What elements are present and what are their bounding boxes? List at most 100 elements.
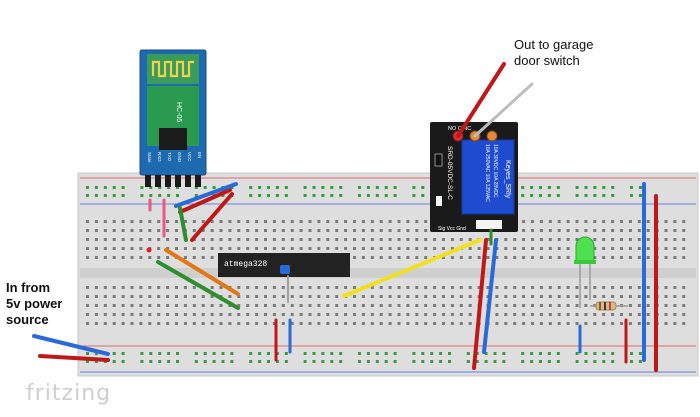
breadboard-hole <box>539 238 543 241</box>
breadboard-hole <box>388 220 392 223</box>
relay-spec-3: 10A 30VDC 10A 28VDC <box>492 144 498 198</box>
breadboard-hole <box>620 220 623 223</box>
breadboard-hole <box>330 186 334 189</box>
breadboard-hole <box>466 360 470 363</box>
breadboard-hole <box>210 247 214 250</box>
breadboard-hole <box>602 286 606 289</box>
breadboard-hole <box>264 304 267 307</box>
breadboard-hole <box>370 256 374 259</box>
breadboard-hole <box>139 313 143 316</box>
breadboard-hole <box>575 322 579 325</box>
breadboard-hole <box>149 360 153 363</box>
breadboard-hole <box>299 286 303 289</box>
bluetooth-pin-label: GND <box>177 152 182 163</box>
breadboard-hole <box>673 286 677 289</box>
breadboard-hole <box>139 247 143 250</box>
breadboard-hole <box>112 313 116 316</box>
breadboard-hole <box>388 247 392 250</box>
breadboard-hole <box>682 220 686 223</box>
breadboard-hole <box>628 256 632 259</box>
breadboard-hole <box>264 322 267 325</box>
breadboard-hole <box>275 360 279 363</box>
breadboard-hole <box>335 322 339 325</box>
breadboard-hole <box>522 313 526 316</box>
breadboard-hole <box>103 238 107 241</box>
breadboard-hole <box>370 295 374 298</box>
breadboard-hole <box>513 238 517 241</box>
breadboard-hole <box>130 256 134 259</box>
breadboard-hole <box>201 322 205 325</box>
breadboard-hole <box>264 313 267 316</box>
breadboard-hole <box>584 186 588 189</box>
breadboard-hole <box>593 238 597 241</box>
breadboard-hole <box>611 194 615 197</box>
breadboard-hole <box>475 360 479 363</box>
breadboard-hole <box>646 313 650 316</box>
breadboard-hole <box>175 220 178 223</box>
breadboard-hole <box>303 352 307 355</box>
breadboard-hole <box>212 186 216 189</box>
breadboard-hole <box>557 322 561 325</box>
breadboard-hole <box>326 322 330 325</box>
led-and-resistor <box>574 236 628 311</box>
breadboard-hole <box>547 186 551 189</box>
breadboard-hole <box>175 238 178 241</box>
breadboard-hole <box>566 313 570 316</box>
breadboard-hole <box>157 229 161 232</box>
relay-spec-1: SRD-05VDC-SL-C <box>446 146 453 200</box>
breadboard-hole <box>358 360 361 363</box>
breadboard-hole <box>149 194 153 197</box>
breadboard-hole <box>112 194 116 197</box>
breadboard-hole <box>424 286 428 289</box>
breadboard-hole <box>353 295 356 298</box>
breadboard-hole <box>421 360 425 363</box>
breadboard-hole <box>513 247 517 250</box>
breadboard-hole <box>308 322 312 325</box>
breadboard-hole <box>228 247 232 250</box>
breadboard-hole <box>448 352 451 355</box>
breadboard-hole <box>646 256 650 259</box>
breadboard-hole <box>602 313 606 316</box>
breadboard-hole <box>548 304 552 307</box>
breadboard-hole <box>584 360 588 363</box>
breadboard-hole <box>375 186 379 189</box>
breadboard-hole <box>112 186 116 189</box>
breadboard-hole <box>335 304 339 307</box>
breadboard-hole <box>557 247 561 250</box>
relay-terminal-nc <box>486 130 498 142</box>
breadboard-hole <box>375 352 379 355</box>
breadboard-hole <box>406 286 410 289</box>
breadboard-hole <box>157 220 161 223</box>
breadboard-hole <box>267 186 270 189</box>
breadboard-hole <box>388 229 392 232</box>
breadboard-hole <box>228 238 232 241</box>
breadboard-hole <box>366 352 370 355</box>
breadboard-hole <box>317 313 321 316</box>
breadboard-hole <box>531 322 534 325</box>
breadboard-hole <box>358 186 361 189</box>
breadboard-hole <box>317 220 321 223</box>
breadboard-hole <box>344 238 348 241</box>
breadboard-hole <box>628 247 632 250</box>
breadboard-hole <box>255 220 259 223</box>
breadboard-hole <box>415 286 419 289</box>
breadboard-hole <box>593 360 597 363</box>
breadboard-hole <box>468 313 472 316</box>
breadboard-hole <box>620 247 623 250</box>
breadboard-hole <box>424 256 428 259</box>
breadboard-hole <box>602 352 606 355</box>
breadboard-hole <box>353 313 356 316</box>
breadboard-hole <box>86 322 89 325</box>
breadboard-hole <box>148 220 152 223</box>
breadboard-hole <box>103 256 107 259</box>
breadboard-hole <box>335 295 339 298</box>
breadboard-hole <box>86 220 89 223</box>
breadboard-hole <box>477 247 481 250</box>
breadboard-hole <box>103 295 107 298</box>
breadboard-hole <box>86 360 89 363</box>
breadboard-hole <box>94 186 98 189</box>
breadboard-hole <box>430 360 434 363</box>
breadboard-hole <box>326 286 330 289</box>
breadboard-hole <box>415 238 419 241</box>
breadboard-hole <box>673 220 677 223</box>
